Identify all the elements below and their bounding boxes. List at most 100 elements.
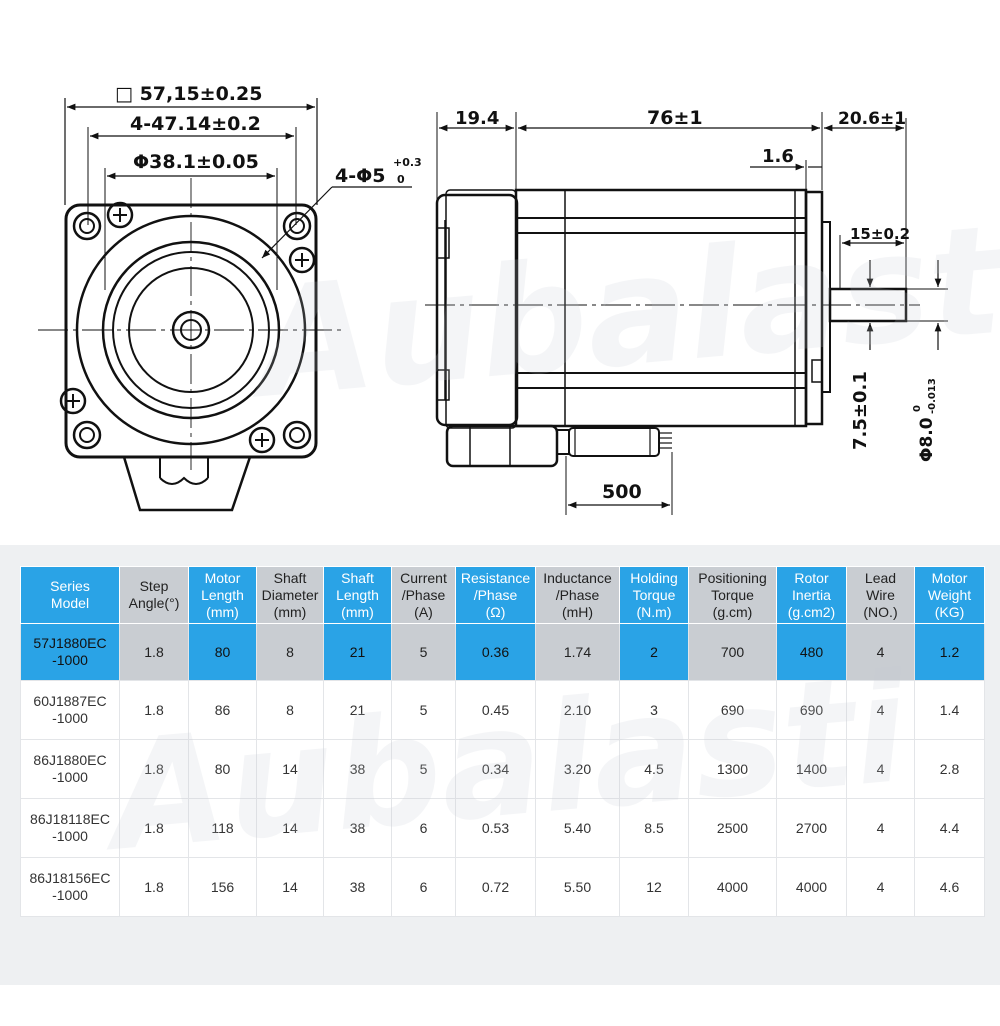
table-cell: 14 — [256, 798, 324, 858]
column-header-line: (N.m) — [636, 603, 672, 620]
model-line: -1000 — [52, 710, 88, 726]
table-cell: 480 — [776, 623, 847, 681]
table-cell: 5.50 — [535, 857, 620, 917]
dim-shaft-flat: 7.5±0.1 — [850, 371, 871, 450]
table-cell: 5 — [391, 680, 456, 740]
column-header-line: Weight — [927, 586, 972, 603]
table-cell: 4.6 — [914, 857, 985, 917]
table-cell: 6 — [391, 857, 456, 917]
table-cell: 8 — [256, 680, 324, 740]
column-header-line: Step — [139, 578, 169, 594]
column-header-line: Torque — [632, 586, 676, 603]
table-cell: 38 — [323, 857, 392, 917]
table-cell: 1.8 — [119, 680, 189, 740]
table-cell: 12 — [619, 857, 689, 917]
column-header-line: (mm) — [273, 603, 307, 620]
table-cell: 80 — [188, 739, 257, 799]
model-line: -1000 — [52, 887, 88, 903]
column-header-line: Inductance — [543, 569, 612, 586]
table-cell: 0.36 — [455, 623, 536, 681]
table-cell: 5 — [391, 623, 456, 681]
table-cell: 8 — [256, 623, 324, 681]
column-header-line: Motor — [931, 569, 968, 586]
column-header-line: Length — [336, 586, 379, 603]
column-header-line: (g.cm2) — [787, 603, 836, 620]
column-header-line: Positioning — [698, 569, 767, 586]
table-cell: 3.20 — [535, 739, 620, 799]
column-header-line: (mH) — [561, 603, 594, 620]
column-header-line: (mm) — [341, 603, 374, 620]
table-cell: 1.8 — [119, 623, 189, 681]
dim-mounting-holes-lower-tol: 0 — [397, 173, 405, 186]
model-line: 86J1880EC — [33, 752, 107, 768]
table-cell: 4 — [846, 739, 915, 799]
column-header: Resistance/Phase(Ω) — [455, 566, 536, 624]
model-line: 86J18118EC — [30, 811, 110, 827]
table-cell-model: 60J1887EC-1000 — [20, 680, 120, 740]
column-header-line: Inertia — [792, 586, 831, 603]
model-line: 60J1887EC — [33, 693, 107, 709]
dim-flange-square: □ 57,15±0.25 — [115, 83, 262, 105]
table-cell: 8.5 — [619, 798, 689, 858]
column-header: Inductance/Phase(mH) — [535, 566, 620, 624]
table-cell: 1300 — [688, 739, 777, 799]
table-cell: 690 — [688, 680, 777, 740]
column-header-line: Holding — [630, 569, 678, 586]
table-cell: 1.4 — [914, 680, 985, 740]
model-line: -1000 — [52, 652, 88, 668]
table-cell: 4 — [846, 857, 915, 917]
table-cell: 690 — [776, 680, 847, 740]
column-header-line: Resistance — [460, 569, 531, 586]
table-cell: 156 — [188, 857, 257, 917]
table-cell-model: 57J1880EC-1000 — [20, 623, 120, 681]
model-line: -1000 — [52, 769, 88, 785]
table-cell-model: 86J18156EC-1000 — [20, 857, 120, 917]
table-cell: 700 — [688, 623, 777, 681]
table-cell: 1400 — [776, 739, 847, 799]
column-header-line: Lead — [864, 569, 897, 586]
table-cell: 2500 — [688, 798, 777, 858]
table-cell: 86 — [188, 680, 257, 740]
column-header-line: (mm) — [206, 603, 239, 620]
column-header-line: /Phase — [473, 586, 518, 603]
column-header-line: (NO.) — [863, 603, 898, 620]
model-line: -1000 — [52, 828, 88, 844]
table-cell: 38 — [323, 739, 392, 799]
column-header-line: Angle(°) — [128, 595, 180, 611]
dim-shaft-total: 20.6±1 — [838, 109, 906, 129]
front-view — [38, 98, 412, 512]
table-cell: 3 — [619, 680, 689, 740]
column-header-line: Shaft — [341, 569, 374, 586]
table-cell-model: 86J18118EC-1000 — [20, 798, 120, 858]
table-cell: 0.72 — [455, 857, 536, 917]
column-header-line: Diameter — [261, 586, 319, 603]
column-header-line: Torque — [711, 586, 754, 603]
table-cell: 5 — [391, 739, 456, 799]
table-cell: 0.34 — [455, 739, 536, 799]
table-cell: 6 — [391, 798, 456, 858]
table-cell: 1.74 — [535, 623, 620, 681]
column-header-line: (A) — [414, 603, 433, 620]
table-cell: 2 — [619, 623, 689, 681]
table-cell: 1.2 — [914, 623, 985, 681]
dim-pilot-diameter: Φ38.1±0.05 — [133, 151, 259, 173]
column-header-line: Length — [201, 586, 244, 603]
table-cell: 1.8 — [119, 798, 189, 858]
table-cell: 38 — [323, 798, 392, 858]
column-header-line: Rotor — [794, 569, 829, 586]
dim-body-length: 76±1 — [647, 107, 703, 129]
table-cell: 0.53 — [455, 798, 536, 858]
table-cell: 4000 — [688, 857, 777, 917]
table-cell-model: 86J1880EC-1000 — [20, 739, 120, 799]
